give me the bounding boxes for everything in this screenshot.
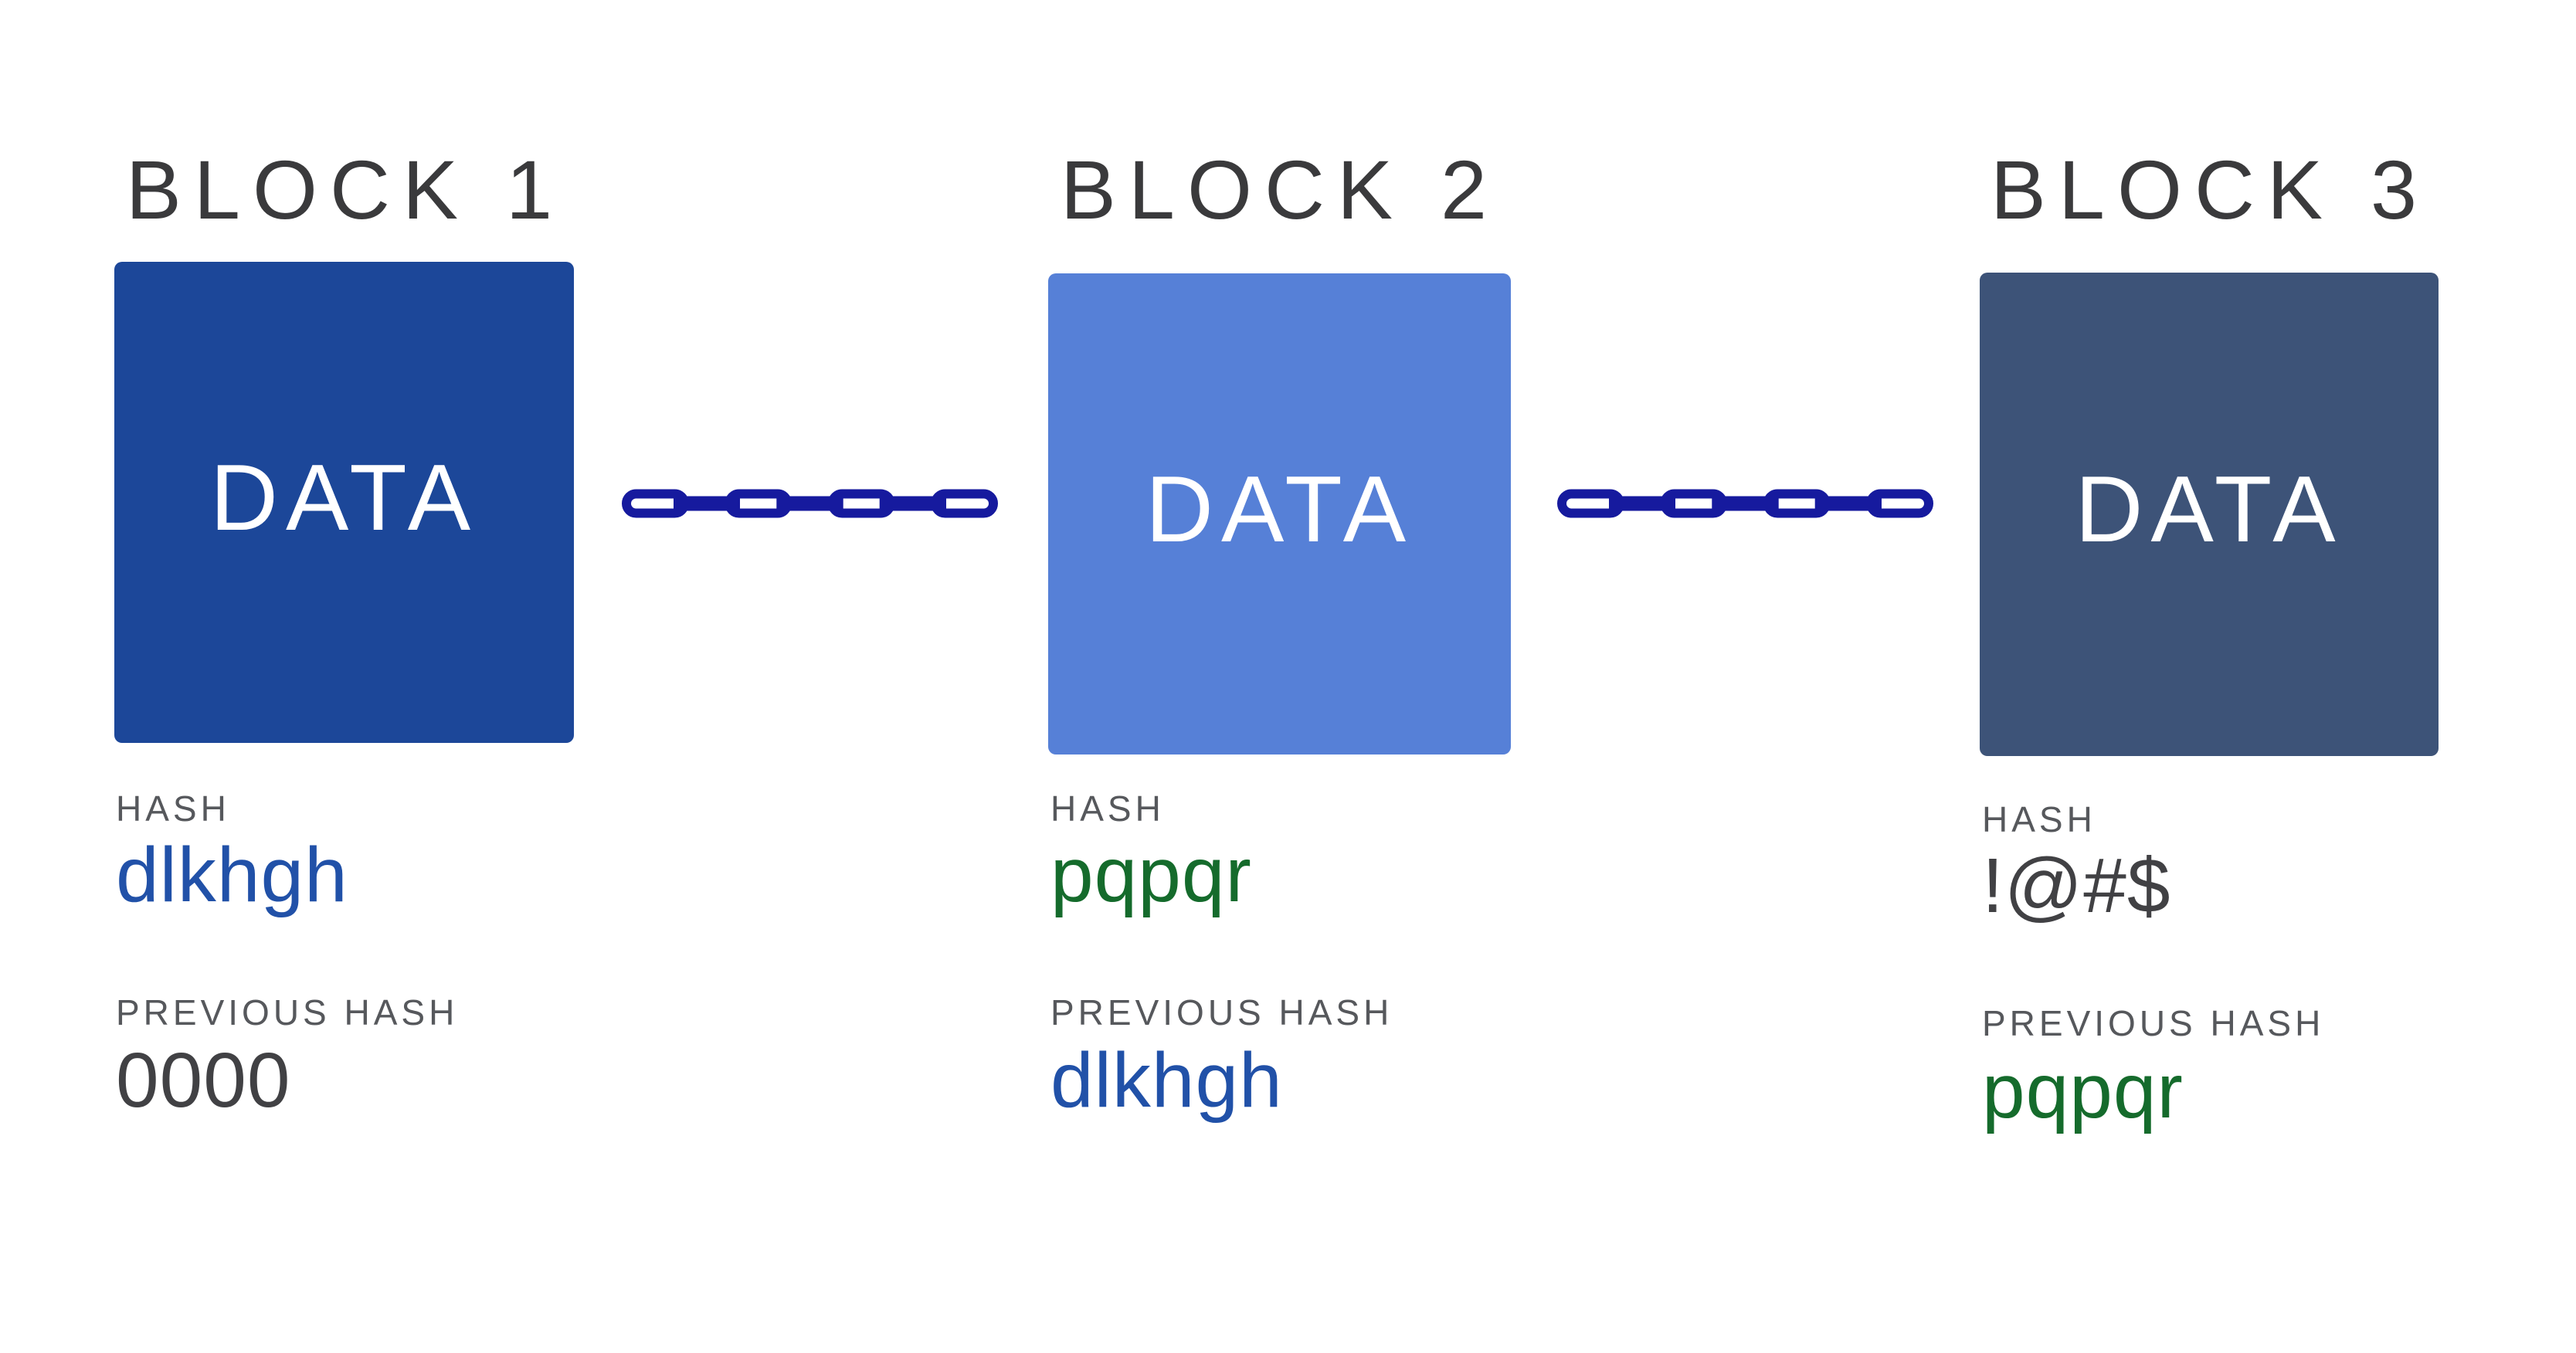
block-1-hash-value: dlkhgh	[116, 832, 348, 918]
block-2-data-square: DATA	[1048, 273, 1511, 754]
block-1-previous-hash-label: PREVIOUS HASH	[116, 992, 459, 1033]
block-3-previous-hash-value: pqpqr	[1982, 1048, 2184, 1134]
chain-icon	[622, 480, 998, 527]
chain-link-2-3	[1557, 480, 1933, 527]
block-1-title: BLOCK 1	[125, 143, 565, 236]
block-3-data-square: DATA	[1980, 273, 2439, 756]
block-3-hash-label: HASH	[1982, 799, 2096, 839]
block-1-previous-hash-value: 0000	[116, 1037, 291, 1124]
block-1-data-square: DATA	[114, 262, 574, 743]
chain-link-1-2	[622, 480, 998, 527]
block-1-hash-label: HASH	[116, 788, 230, 829]
block-3-title: BLOCK 3	[1990, 143, 2430, 236]
block-2-hash-value: pqpqr	[1050, 832, 1252, 918]
chain-icon	[1557, 480, 1933, 527]
block-2-previous-hash-value: dlkhgh	[1050, 1037, 1283, 1124]
block-2-data-label: DATA	[1145, 456, 1414, 561]
block-2-hash-label: HASH	[1050, 788, 1165, 829]
block-2-title: BLOCK 2	[1060, 143, 1500, 236]
block-1-data-label: DATA	[209, 444, 479, 550]
block-3-previous-hash-label: PREVIOUS HASH	[1982, 1003, 2325, 1043]
block-2-previous-hash-label: PREVIOUS HASH	[1050, 992, 1393, 1033]
block-3-hash-value: !@#$	[1982, 843, 2171, 929]
block-3-data-label: DATA	[2075, 456, 2344, 561]
